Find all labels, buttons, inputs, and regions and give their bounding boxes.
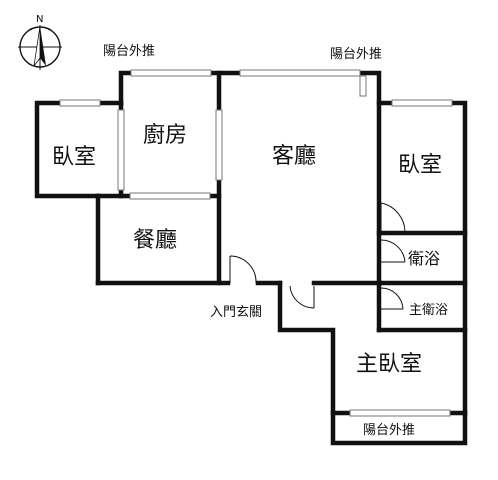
bedroom-left-label: 臥室 <box>52 145 96 170</box>
walls <box>34 70 468 446</box>
kitchen-label: 廚房 <box>143 123 187 148</box>
dining-room-label: 餐廳 <box>133 228 177 253</box>
north-letter: N <box>36 14 43 25</box>
balcony-top-left-label: 陽台外推 <box>103 44 155 59</box>
living-room-label: 客廳 <box>272 144 316 169</box>
north-arrow-icon <box>18 25 62 70</box>
master-bedroom-label: 主臥室 <box>356 352 422 377</box>
master-bathroom-label: 主衛浴 <box>409 303 448 318</box>
windows <box>59 69 453 417</box>
doors <box>229 202 406 310</box>
balcony-top-right-label: 陽台外推 <box>330 47 382 62</box>
bathroom-label: 衛浴 <box>408 249 440 268</box>
entrance-label: 入門玄關 <box>210 305 262 320</box>
bedroom-right-label: 臥室 <box>398 153 442 178</box>
balcony-bottom-label: 陽台外推 <box>363 423 415 438</box>
